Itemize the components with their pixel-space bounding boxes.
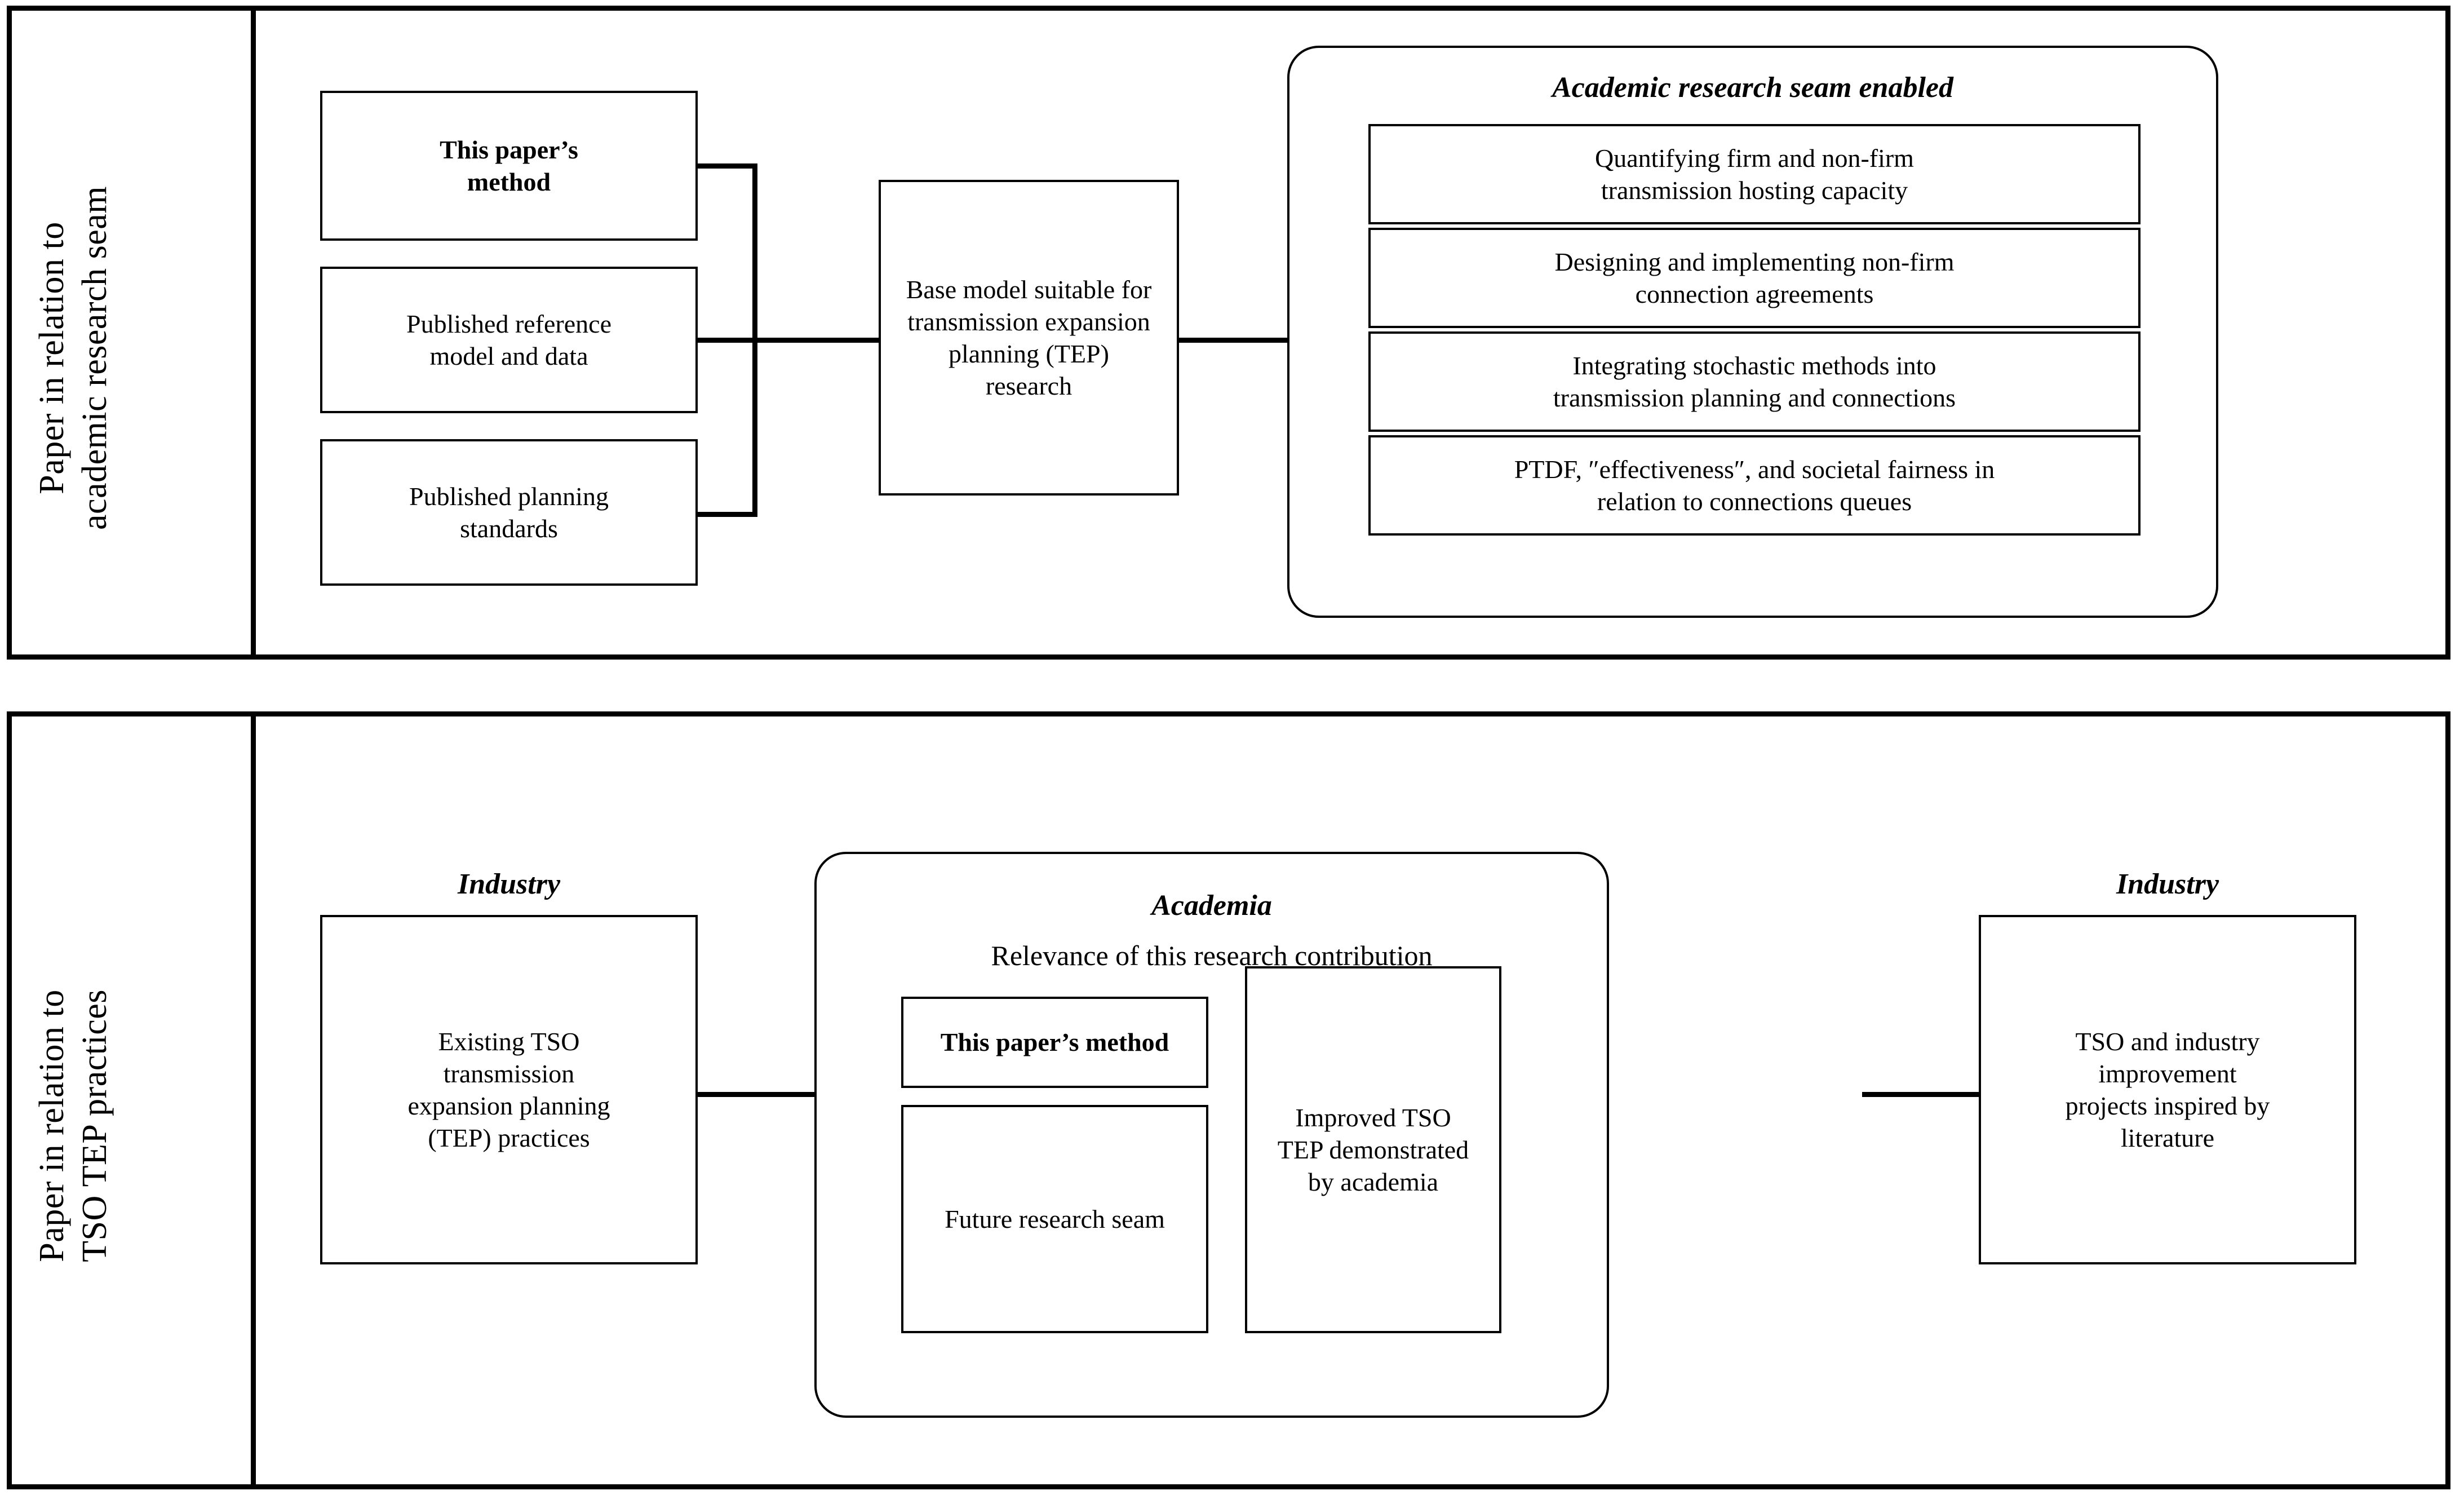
panel-tso-tep-practices: Paper in relation to TSO TEP practices I… xyxy=(7,711,2450,1489)
node-published-reference-model-and-data[interactable]: Published reference model and data xyxy=(320,267,698,413)
group-title-academic-research-seam-enabled: Academic research seam enabled xyxy=(1552,72,1953,104)
connector-stub-top xyxy=(695,163,757,169)
caption-industry-right: Industry xyxy=(2116,868,2219,900)
panel-divider-tso xyxy=(251,716,256,1484)
node-improved-tso-tep-demonstrated-by-academia[interactable]: Improved TSO TEP demonstrated by academi… xyxy=(1245,966,1501,1333)
node-existing-tso-tep-practices[interactable]: Existing TSO transmission expansion plan… xyxy=(320,915,698,1264)
node-published-planning-standards[interactable]: Published planning standards xyxy=(320,439,698,586)
connector-stub-middle xyxy=(695,338,757,343)
node-tso-and-industry-improvement-projects[interactable]: TSO and industry improvement projects in… xyxy=(1979,915,2356,1264)
connector-stub-bottom xyxy=(695,512,757,517)
node-this-papers-method[interactable]: This paper’s method xyxy=(320,91,698,241)
group-title-academia: Academia xyxy=(1151,890,1272,922)
group-academia: Academia Relevance of this research cont… xyxy=(814,852,1609,1418)
connector-trunk-to-base-model xyxy=(752,338,882,343)
panel-academic-side-label: Paper in relation to academic research s… xyxy=(33,186,114,530)
node-future-research-seam[interactable]: Future research seam xyxy=(901,1105,1208,1333)
node-base-model-suitable-for-tep-research[interactable]: Base model suitable for transmission exp… xyxy=(879,180,1179,496)
connector-industry-to-academia xyxy=(695,1092,819,1097)
outcome-item-ptdf-effectiveness-fairness[interactable]: PTDF, ″effectiveness″, and societal fair… xyxy=(1368,435,2141,536)
outcome-item-stochastic-methods[interactable]: Integrating stochastic methods into tran… xyxy=(1368,331,2141,432)
connector-academia-to-industry xyxy=(1862,1092,1986,1097)
node-this-papers-method-academia[interactable]: This paper’s method xyxy=(901,997,1208,1088)
outcome-item-non-firm-connection-agreements[interactable]: Designing and implementing non-firm conn… xyxy=(1368,228,2141,328)
panel-tso-side-label: Paper in relation to TSO TEP practices xyxy=(33,989,114,1262)
outcome-item-quantifying-hosting-capacity[interactable]: Quantifying firm and non-firm transmissi… xyxy=(1368,124,2141,224)
group-subtitle-relevance-of-research: Relevance of this research contribution xyxy=(991,940,1433,971)
panel-divider xyxy=(251,11,256,654)
connector-base-model-to-outcomes xyxy=(1177,338,1289,343)
group-academic-research-seam-enabled: Academic research seam enabled Quantifyi… xyxy=(1287,46,2218,618)
panel-academic-research-seam: Paper in relation to academic research s… xyxy=(7,6,2450,660)
caption-industry-left: Industry xyxy=(457,868,561,900)
